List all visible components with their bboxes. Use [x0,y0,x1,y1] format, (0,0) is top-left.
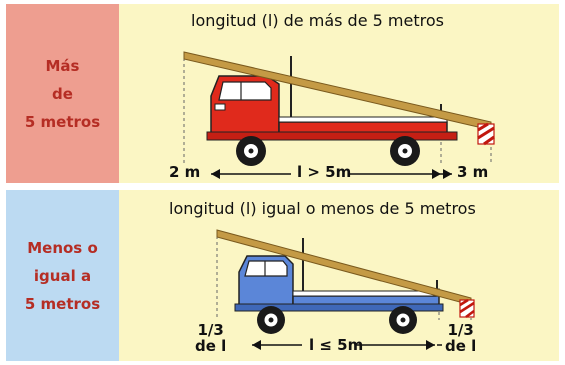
category-label-5m-or-less: Menos o igual a 5 metros [6,190,119,361]
rear-overhang-label: 1/3 de l [445,322,476,354]
category-label-more-than-5m: Más de 5 metros [6,4,119,183]
length-label: l > 5m [297,163,352,181]
scene-more-than-5m: longitud (l) de más de 5 metros 2 m l > … [119,4,559,183]
scene-5m-or-less: longitud (l) igual o menos de 5 metros 1… [119,190,559,361]
category-label-line: Más [45,56,80,75]
panel-more-than-5m: Más de 5 metros [6,4,559,183]
front-overhang-label: 1/3 de l [195,322,226,354]
front-overhang-unit: de l [195,337,227,355]
blue-truck-illustration [216,229,475,350]
category-label-line: Menos o [27,238,98,257]
wheel [236,136,266,166]
blue-truck [234,238,444,312]
category-label-line: igual a [33,266,92,285]
dimension-arrows [252,340,442,350]
category-label-line: de [52,84,73,103]
wheel [390,136,420,166]
panel-5m-or-less: Menos o igual a 5 metros [6,190,559,361]
wheel [389,306,417,334]
rear-overhang-fraction: 1/3 [447,321,474,339]
rear-warning-panel [459,298,475,319]
red-truck [206,56,458,141]
rear-overhang-unit: de l [445,337,477,355]
diagram-title: longitud (l) igual o menos de 5 metros [169,199,476,218]
category-label-line: 5 metros [24,112,101,131]
rear-overhang-label: 3 m [457,163,489,181]
red-truck-illustration [183,51,495,179]
diagram-title: longitud (l) de más de 5 metros [191,11,444,30]
front-overhang-fraction: 1/3 [197,321,224,339]
dimension-arrows [211,169,452,179]
front-overhang-label: 2 m [169,163,201,181]
wheel [257,306,285,334]
rear-warning-panel [477,122,495,146]
length-label: l ≤ 5m [309,336,364,354]
category-label-line: 5 metros [24,294,101,313]
